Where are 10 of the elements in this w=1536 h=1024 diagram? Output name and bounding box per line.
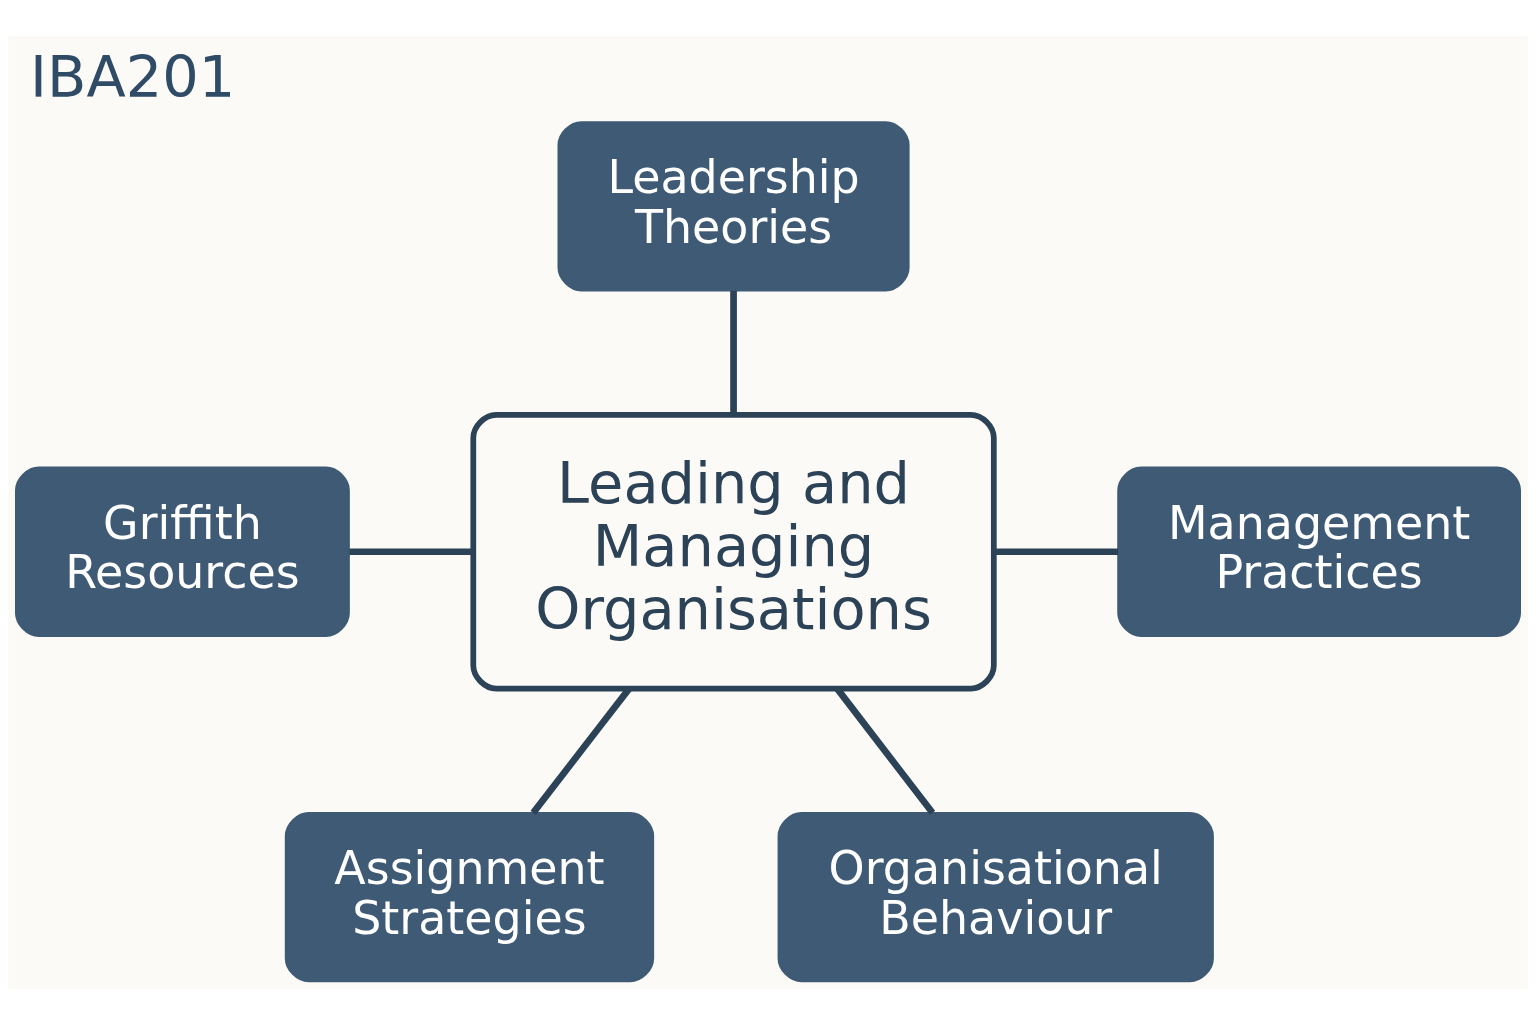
node-box: Griffith Resources bbox=[14, 466, 350, 637]
node-box: Assignment Strategies bbox=[284, 811, 655, 982]
diagram-title: IBA201 bbox=[30, 43, 236, 111]
node-box: Leadership Theories bbox=[557, 120, 910, 291]
connector bbox=[730, 290, 737, 415]
connector bbox=[994, 547, 1119, 555]
node-box: Organisational Behaviour bbox=[777, 811, 1214, 982]
node-box: Management Practices bbox=[1117, 466, 1522, 637]
connector bbox=[349, 547, 474, 555]
node-box: Leading and Managing Organisations bbox=[470, 411, 997, 691]
